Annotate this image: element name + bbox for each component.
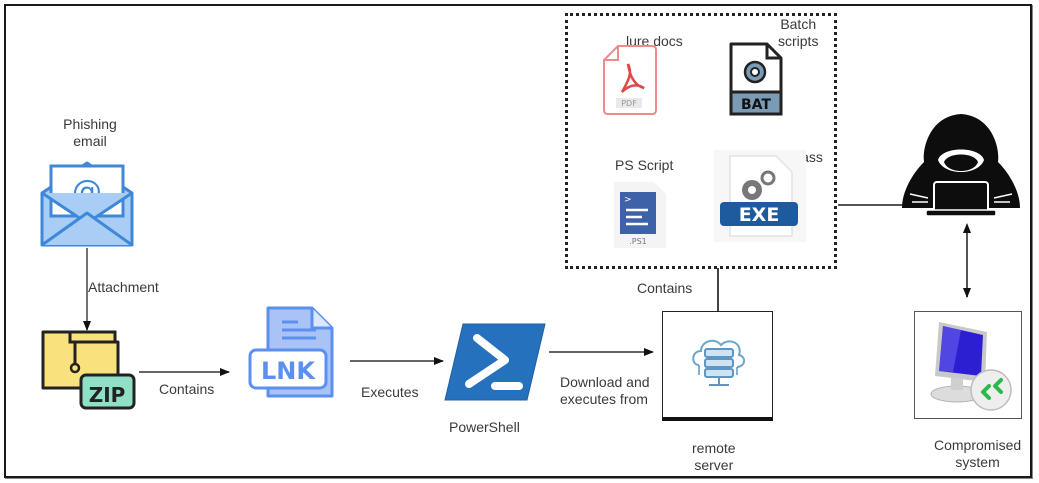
payload-label-ps-script: PS Script	[615, 157, 674, 173]
zip-badge: ZIP	[89, 383, 126, 407]
svg-text:>: >	[624, 195, 632, 205]
remote-server-box	[662, 311, 773, 421]
ps1-badge: .PS1	[629, 237, 647, 246]
phishing-label-line1: Phishing	[63, 116, 117, 132]
payloads-group	[565, 13, 837, 269]
batch-label-line1: Batch	[780, 16, 817, 32]
compromised-system-box	[914, 311, 1022, 419]
pdf-file-icon: PDF	[603, 45, 657, 115]
edge-label-executes: Executes	[361, 384, 419, 400]
edge-label-attachment: Attachment	[88, 279, 159, 295]
phishing-label-line2: email	[73, 133, 107, 149]
edge-label-contains-payloads: Contains	[637, 280, 693, 296]
payload-label-batch-scripts: Batch scripts	[778, 16, 818, 50]
zip-archive-icon: ZIP	[41, 330, 136, 410]
node-label-compromised-system: Compromised system	[934, 437, 1021, 471]
remote-desktop-monitor-icon	[930, 322, 1012, 411]
cloud-server-icon	[692, 339, 745, 386]
batch-label-line2: scripts	[778, 33, 819, 49]
node-label-phishing-email: Phishing email	[55, 116, 125, 150]
envelope-at-icon: @	[40, 161, 134, 247]
node-label-remote-server: remote server	[692, 440, 736, 474]
edge-label-download-line2: executes from	[560, 391, 648, 407]
edge-label-contains-zip: Contains	[159, 381, 215, 397]
exe-file-icon: EXE	[714, 150, 806, 242]
lnk-badge: LNK	[261, 357, 316, 385]
bat-badge: BAT	[741, 97, 771, 113]
hooded-hacker-icon	[902, 114, 1020, 217]
node-label-powershell: PowerShell	[449, 419, 520, 435]
lnk-file-icon: LNK	[248, 306, 334, 398]
bat-file-icon: BAT	[729, 42, 783, 116]
compromised-label-line2: system	[955, 454, 1000, 470]
compromised-label-line1: Compromised	[934, 437, 1022, 453]
remote-server-label-line1: remote	[692, 440, 736, 456]
pdf-badge: PDF	[621, 99, 637, 108]
exe-badge: EXE	[739, 204, 780, 226]
remote-server-label-line2: server	[694, 457, 734, 473]
diagram-frame	[4, 4, 1032, 478]
edge-label-download-line1: Download and	[560, 374, 650, 390]
powershell-icon	[444, 323, 546, 401]
ps1-file-icon: > .PS1	[614, 182, 666, 248]
edge-label-download: Download and executes from	[560, 374, 650, 408]
